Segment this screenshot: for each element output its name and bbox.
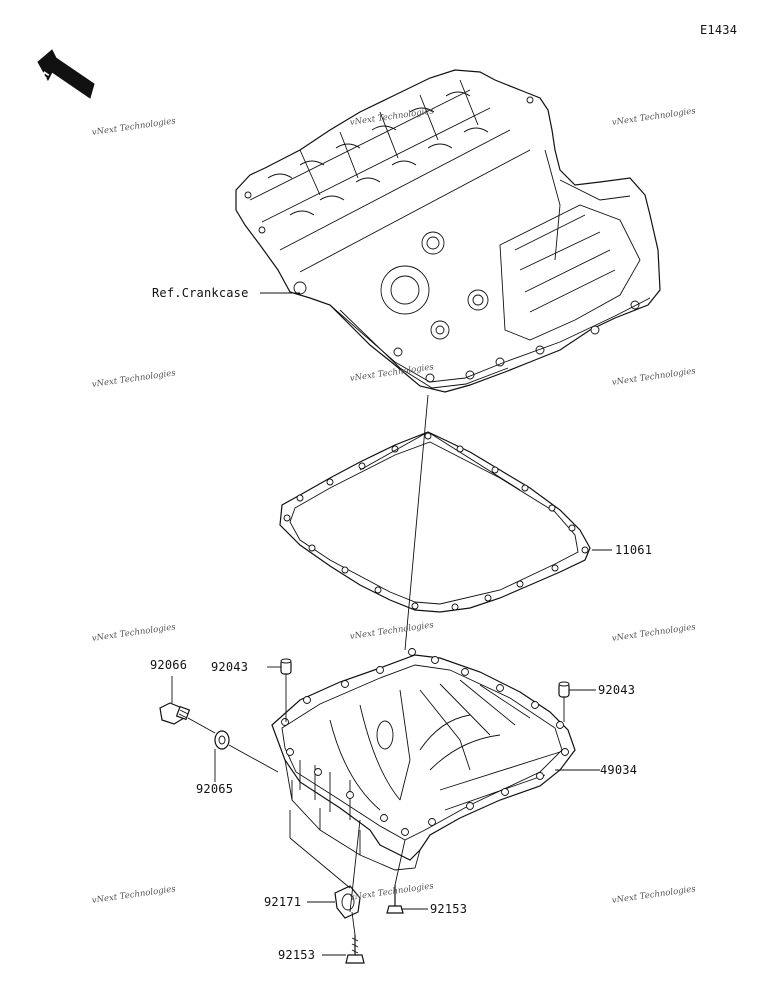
oil-pan-bolt-holes (281, 648, 569, 836)
part-label-plug[interactable]: 92066 (150, 658, 188, 672)
part-label-oil-pan[interactable]: 49034 (600, 763, 638, 777)
drain-plug-illustration (159, 702, 191, 725)
part-label-washer[interactable]: 92065 (196, 782, 234, 796)
front-arrow-icon (37, 49, 95, 99)
part-label-bolt-b[interactable]: 92153 (430, 902, 468, 916)
part-label-pin-left[interactable]: 92043 (211, 660, 249, 674)
oil-pan-gasket-illustration (279, 431, 591, 613)
dowel-pin-right-illustration (558, 681, 570, 698)
oil-pan-illustration (271, 648, 576, 871)
bolt-upper-illustration (386, 885, 404, 914)
dowel-pin-left-illustration (280, 658, 292, 675)
part-label-bolt-a[interactable]: 92171 (264, 895, 302, 909)
gasket-bolt-holes (283, 432, 589, 611)
oil-pan-fitting-illustration (334, 885, 361, 919)
diagram-id: E1434 (700, 23, 738, 37)
part-label-pin-right[interactable]: 92043 (598, 683, 636, 697)
bolt-lower-illustration (345, 935, 365, 964)
washer-illustration (214, 730, 230, 750)
part-label-gasket[interactable]: 11061 (615, 543, 653, 557)
reference-label: Ref.Crankcase (152, 286, 249, 300)
leader-lines (171, 292, 612, 956)
crankcase-illustration (235, 69, 661, 393)
part-label-bolt-c[interactable]: 92153 (278, 948, 316, 962)
